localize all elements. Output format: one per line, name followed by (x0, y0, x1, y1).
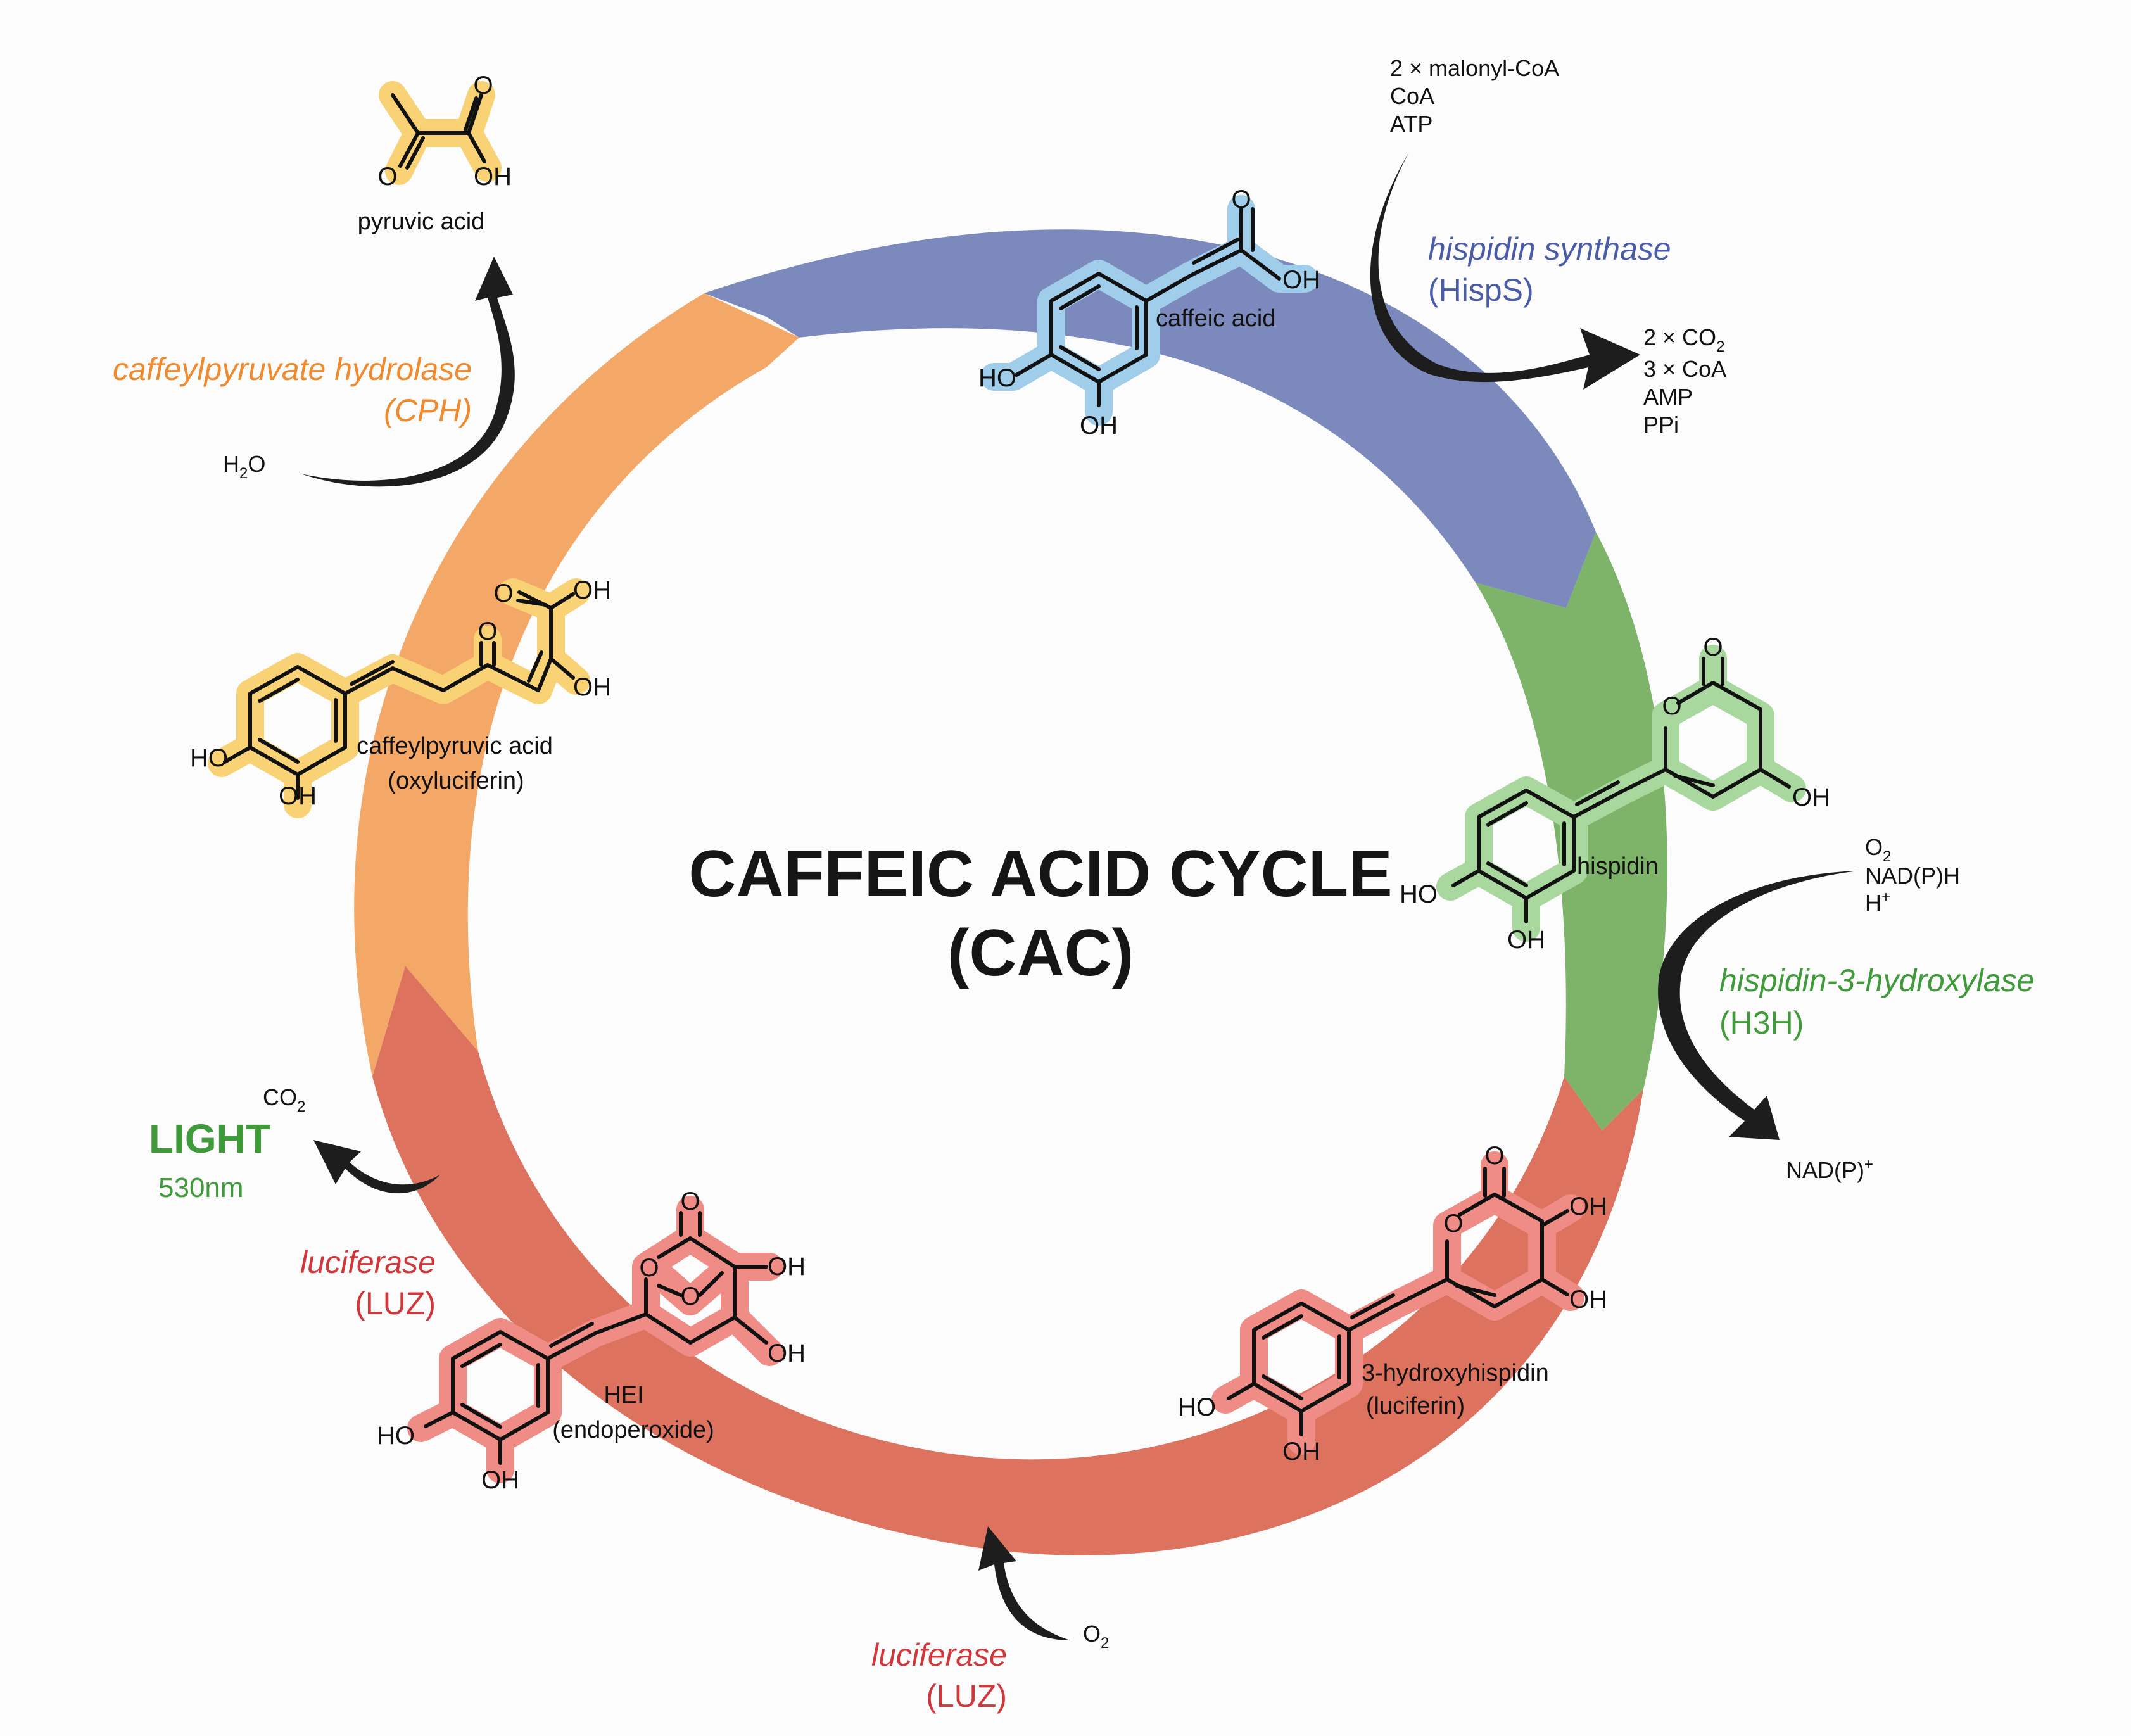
caffeylpyruvic-ho: HO (190, 744, 228, 772)
cph-enzyme-abbr: (CPH) (384, 393, 472, 428)
hei-label: HEI (604, 1382, 643, 1409)
ring-segment-cph (354, 293, 799, 1077)
diagram-title-line2: (CAC) (947, 916, 1134, 990)
pyruvic-o-keto: O (377, 163, 397, 191)
reaction-luz-o2: O2 luciferase (LUZ) (871, 1621, 1109, 1714)
hispidin-label: hispidin (1577, 853, 1659, 880)
h3h-input-o2: O2 (1865, 834, 1891, 865)
hei-sublabel: (endoperoxide) (552, 1417, 714, 1443)
pyruvic-o-top: O (473, 72, 493, 99)
molecule-hispidin: O O OH HO OH hispidin (1400, 633, 1830, 954)
light-label: LIGHT (149, 1116, 270, 1162)
hispidin-oh: OH (1792, 783, 1830, 811)
hisps-input-2: CoA (1390, 83, 1434, 109)
pyruvic-oh: OH (474, 163, 512, 191)
light-arrow (313, 1140, 440, 1194)
caffeylpyruvic-o-acid: O (493, 580, 513, 607)
hisps-output-co2: 2 × CO2 (1643, 324, 1724, 355)
h3h-arrow (1658, 871, 1859, 1140)
light-output-co2: CO2 (263, 1084, 305, 1115)
h3h-output: NAD(P)+ (1786, 1156, 1873, 1183)
light-wavelength: 530nm (158, 1172, 244, 1203)
hisps-input-1: 2 × malonyl-CoA (1390, 55, 1559, 81)
ring-segment-hisps (704, 229, 1596, 608)
caffeic-acid-label: caffeic acid (1156, 305, 1275, 332)
luz-o2-arrow (978, 1526, 1070, 1640)
reaction-luz-light: CO2 LIGHT 530nm luciferase (LUZ) (149, 1084, 436, 1321)
hei-oh-a: OH (768, 1253, 806, 1281)
caffeic-acid-ho: HO (978, 364, 1016, 392)
luciferin-label: 3-hydroxyhispidin (1362, 1360, 1549, 1386)
luz-light-enzyme-name: luciferase (300, 1245, 436, 1280)
luz-o2-enzyme-name: luciferase (871, 1637, 1007, 1673)
hei-o-top: O (680, 1188, 700, 1215)
caffeylpyruvic-oh-enol: OH (573, 673, 611, 701)
hispidin-oh2: OH (1507, 926, 1545, 954)
luz-input-o2: O2 (1083, 1621, 1109, 1652)
luz-o2-enzyme-abbr: (LUZ) (926, 1678, 1007, 1714)
cph-arrow (301, 257, 515, 487)
caffeylpyruvic-sublabel: (oxyluciferin) (388, 768, 524, 794)
caffeylpyruvic-oh-acid: OH (573, 576, 611, 604)
luciferin-o-ring: O (1443, 1210, 1463, 1238)
hisps-enzyme-abbr: (HispS) (1428, 272, 1534, 308)
reaction-cph: caffeylpyruvate hydrolase (CPH) H2O (113, 352, 472, 482)
hisps-input-3: ATP (1390, 111, 1432, 137)
luciferin-oh-a: OH (1569, 1193, 1607, 1220)
cph-enzyme-name: caffeylpyruvate hydrolase (113, 352, 472, 387)
hisps-arrow (1370, 152, 1640, 390)
diagram-title-line1: CAFFEIC ACID CYCLE (688, 837, 1392, 911)
hispidin-o-ring: O (1662, 692, 1681, 720)
caffeylpyruvic-o-keto: O (477, 618, 497, 645)
molecule-caffeic-acid: O OH HO OH caffeic acid (978, 186, 1320, 440)
hei-oh-b: OH (768, 1340, 806, 1367)
molecule-caffeylpyruvic-acid: O OH O OH HO OH caffeylpyruvic acid (oxy… (190, 576, 611, 818)
hispidin-o-keto: O (1703, 633, 1723, 661)
hisps-output-coa: 3 × CoA (1643, 356, 1726, 382)
hisps-output-amp: AMP (1643, 384, 1693, 410)
caffeic-acid-o: O (1231, 186, 1251, 213)
h3h-input-nadph: NAD(P)H (1865, 863, 1960, 889)
molecule-3-hydroxyhispidin: O O OH OH HO OH 3-hydroxyhispidin (lucif… (1178, 1142, 1607, 1466)
h3h-enzyme-abbr: (H3H) (1719, 1005, 1804, 1041)
hei-o-a: O (639, 1254, 659, 1282)
h3h-input-h: H+ (1865, 889, 1890, 916)
molecule-pyruvic-acid: O O OH pyruvic acid (358, 72, 512, 235)
caffeylpyruvic-oh: OH (279, 782, 317, 810)
hisps-output-ppi: PPi (1643, 412, 1679, 438)
pyruvic-label: pyruvic acid (358, 208, 485, 235)
luciferin-sublabel: (luciferin) (1366, 1393, 1465, 1419)
caffeylpyruvic-label: caffeylpyruvic acid (357, 733, 553, 759)
reaction-arrows (301, 152, 1859, 1640)
luciferin-oh-b: OH (1569, 1286, 1607, 1314)
luciferin-oh: OH (1282, 1438, 1320, 1466)
caffeic-acid-oh-acid: OH (1282, 266, 1320, 294)
luz-light-enzyme-abbr: (LUZ) (355, 1286, 436, 1321)
hisps-enzyme-name: hispidin synthase (1428, 231, 1671, 267)
luciferin-o-keto: O (1484, 1142, 1504, 1170)
hei-o-b: O (680, 1283, 700, 1310)
hispidin-ho: HO (1400, 880, 1438, 908)
reaction-h3h: O2 NAD(P)H H+ hispidin-3-hydroxylase (H3… (1719, 834, 2034, 1183)
luciferin-ho: HO (1178, 1393, 1216, 1421)
caffeic-acid-oh: OH (1080, 412, 1118, 440)
molecule-hei: O O O OH OH HO OH HEI (endoperoxide) (377, 1188, 806, 1494)
cph-input-h2o: H2O (223, 451, 265, 482)
h3h-enzyme-name: hispidin-3-hydroxylase (1719, 963, 2034, 998)
hei-oh: OH (481, 1466, 519, 1494)
hei-ho: HO (377, 1422, 415, 1450)
reaction-hisps: 2 × malonyl-CoA CoA ATP hispidin synthas… (1390, 55, 1726, 438)
